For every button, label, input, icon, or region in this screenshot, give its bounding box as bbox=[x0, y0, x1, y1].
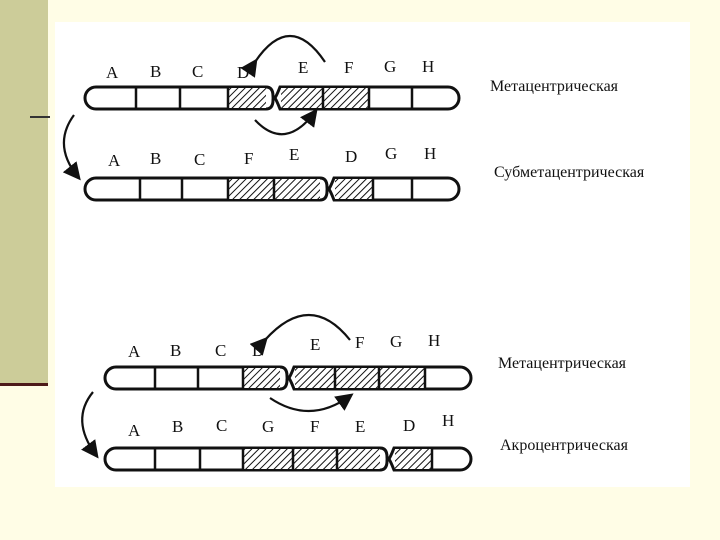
inversion-arc-icon bbox=[255, 36, 325, 62]
gene-label: D bbox=[403, 416, 415, 435]
chromosome-1 bbox=[85, 87, 459, 109]
gene-label: E bbox=[310, 335, 320, 354]
chromosome-4-labels: A B C G F E D H bbox=[128, 411, 454, 440]
chromosome-2 bbox=[85, 178, 459, 200]
inversion-arc-icon bbox=[270, 396, 350, 411]
gene-label: E bbox=[355, 417, 365, 436]
gene-label: C bbox=[215, 341, 226, 360]
gene-label: A bbox=[106, 63, 119, 82]
chromosome-type-caption: Метацентрическая bbox=[490, 78, 619, 95]
gene-label: H bbox=[422, 57, 434, 76]
gene-label: C bbox=[192, 62, 203, 81]
gene-label: D bbox=[345, 147, 357, 166]
chromosome-3 bbox=[105, 367, 471, 389]
chromosome-type-caption: Метацентрическая bbox=[498, 355, 627, 372]
gene-label: F bbox=[344, 58, 353, 77]
gene-label: F bbox=[355, 333, 364, 352]
chromosome-3-labels: A B C D E F G H bbox=[128, 331, 440, 361]
gene-label: C bbox=[194, 150, 205, 169]
gene-label: H bbox=[442, 411, 454, 430]
chromosome-2-labels: A B C F E D G H bbox=[108, 144, 436, 170]
gene-label: B bbox=[172, 417, 183, 436]
chromosome-type-caption: Субметацентрическая bbox=[494, 164, 645, 181]
gene-label: H bbox=[424, 144, 436, 163]
gene-label: B bbox=[150, 62, 161, 81]
gene-label: E bbox=[298, 58, 308, 77]
gene-label: C bbox=[216, 416, 227, 435]
gene-label: D bbox=[237, 63, 249, 82]
inversion-arc-icon bbox=[265, 315, 350, 340]
inversion-arc-icon bbox=[255, 112, 315, 134]
transition-arrow-icon bbox=[64, 115, 78, 177]
transition-arrow-icon bbox=[82, 392, 96, 455]
gene-label: G bbox=[384, 57, 396, 76]
gene-label: E bbox=[289, 145, 299, 164]
gene-label: B bbox=[150, 149, 161, 168]
gene-label: G bbox=[385, 144, 397, 163]
gene-label: G bbox=[262, 417, 274, 436]
gene-label: H bbox=[428, 331, 440, 350]
gene-label: G bbox=[390, 332, 402, 351]
gene-label: A bbox=[108, 151, 121, 170]
chromosome-type-caption: Акроцентрическая bbox=[500, 437, 629, 454]
gene-label: B bbox=[170, 341, 181, 360]
gene-label: D bbox=[252, 341, 264, 360]
chromosome-4 bbox=[105, 448, 471, 470]
gene-label: F bbox=[310, 417, 319, 436]
chromosome-1-labels: A B C D E F G H bbox=[106, 57, 434, 82]
gene-label: A bbox=[128, 342, 141, 361]
gene-label: A bbox=[128, 421, 141, 440]
gene-label: F bbox=[244, 149, 253, 168]
